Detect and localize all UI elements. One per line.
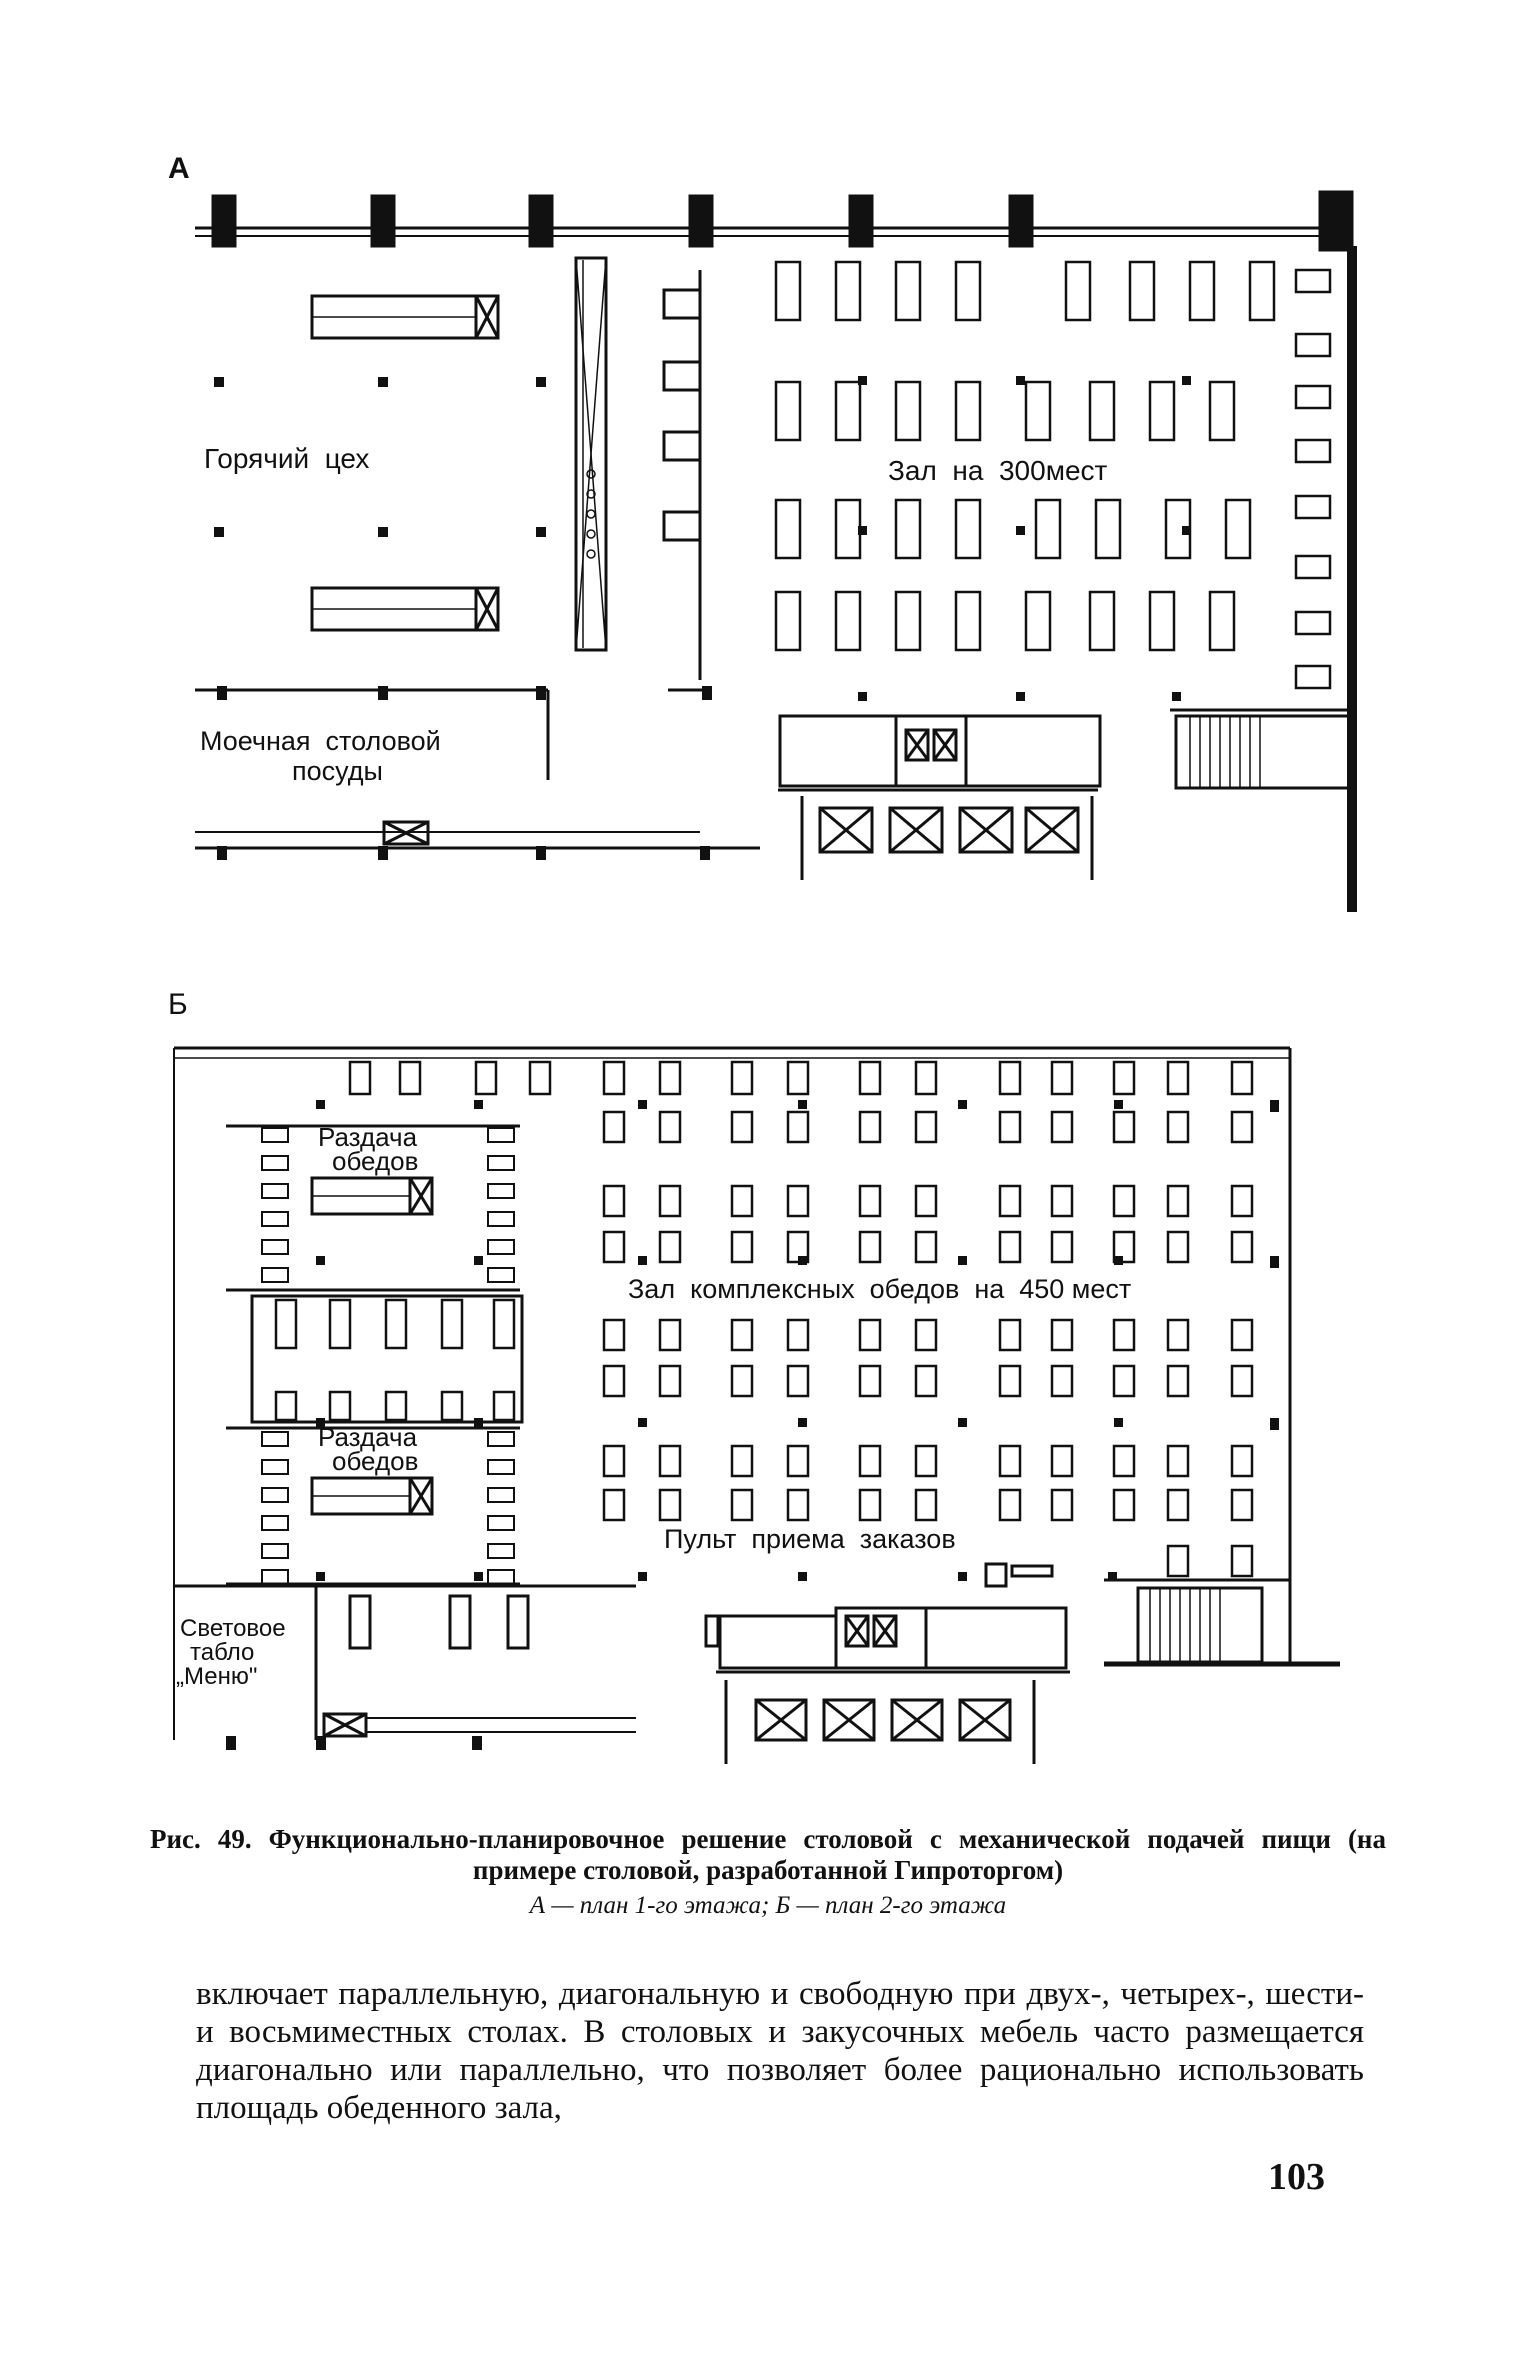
hot-shop-label: Горячий цех [204, 443, 369, 474]
hall-450-label: Зал комплексных обедов на 450 мест [628, 1274, 1131, 1304]
floor-plan-figure: Горячий цех Зал на 300мест Моечная столо… [168, 152, 1357, 1764]
figure-caption-title: Рис. 49. Функционально-планировочное реш… [150, 1824, 1386, 1885]
menu-board-label-3: „Меню" [176, 1663, 257, 1690]
plan-b-labels: Раздача обедов Зал комплексных обедов на… [176, 1122, 1131, 1690]
hall-300-label: Зал на 300мест [888, 455, 1108, 486]
plan-b [173, 1046, 1340, 1764]
dishwashing-label-2: посуды [292, 756, 383, 786]
dishwashing-label-1: Моечная столовой [200, 726, 441, 756]
menu-board-label-1: Световое [180, 1615, 286, 1642]
plan-a [195, 190, 1357, 912]
order-desk-label: Пульт приема заказов [664, 1524, 956, 1554]
plan-a-marker: А [168, 152, 190, 185]
serving-1-label-1: Раздача [318, 1122, 418, 1152]
serving-2-label-1: Раздача [318, 1422, 418, 1452]
menu-board-label-2: табло [190, 1639, 254, 1666]
plan-b-marker: Б [168, 988, 188, 1021]
serving-1-label-2: обедов [332, 1146, 418, 1176]
page-number: 103 [1268, 2156, 1325, 2198]
figure-caption-subtitle: А — план 1-го этажа; Б — план 2-го этажа [529, 1892, 1007, 1919]
floor-plan-drawing: Горячий цех Зал на 300мест Моечная столо… [173, 190, 1357, 1764]
body-paragraph: включает параллельную, диагональную и св… [196, 1976, 1364, 2126]
serving-2-label-2: обедов [332, 1446, 418, 1476]
plan-a-labels: Горячий цех Зал на 300мест Моечная столо… [200, 443, 1108, 786]
